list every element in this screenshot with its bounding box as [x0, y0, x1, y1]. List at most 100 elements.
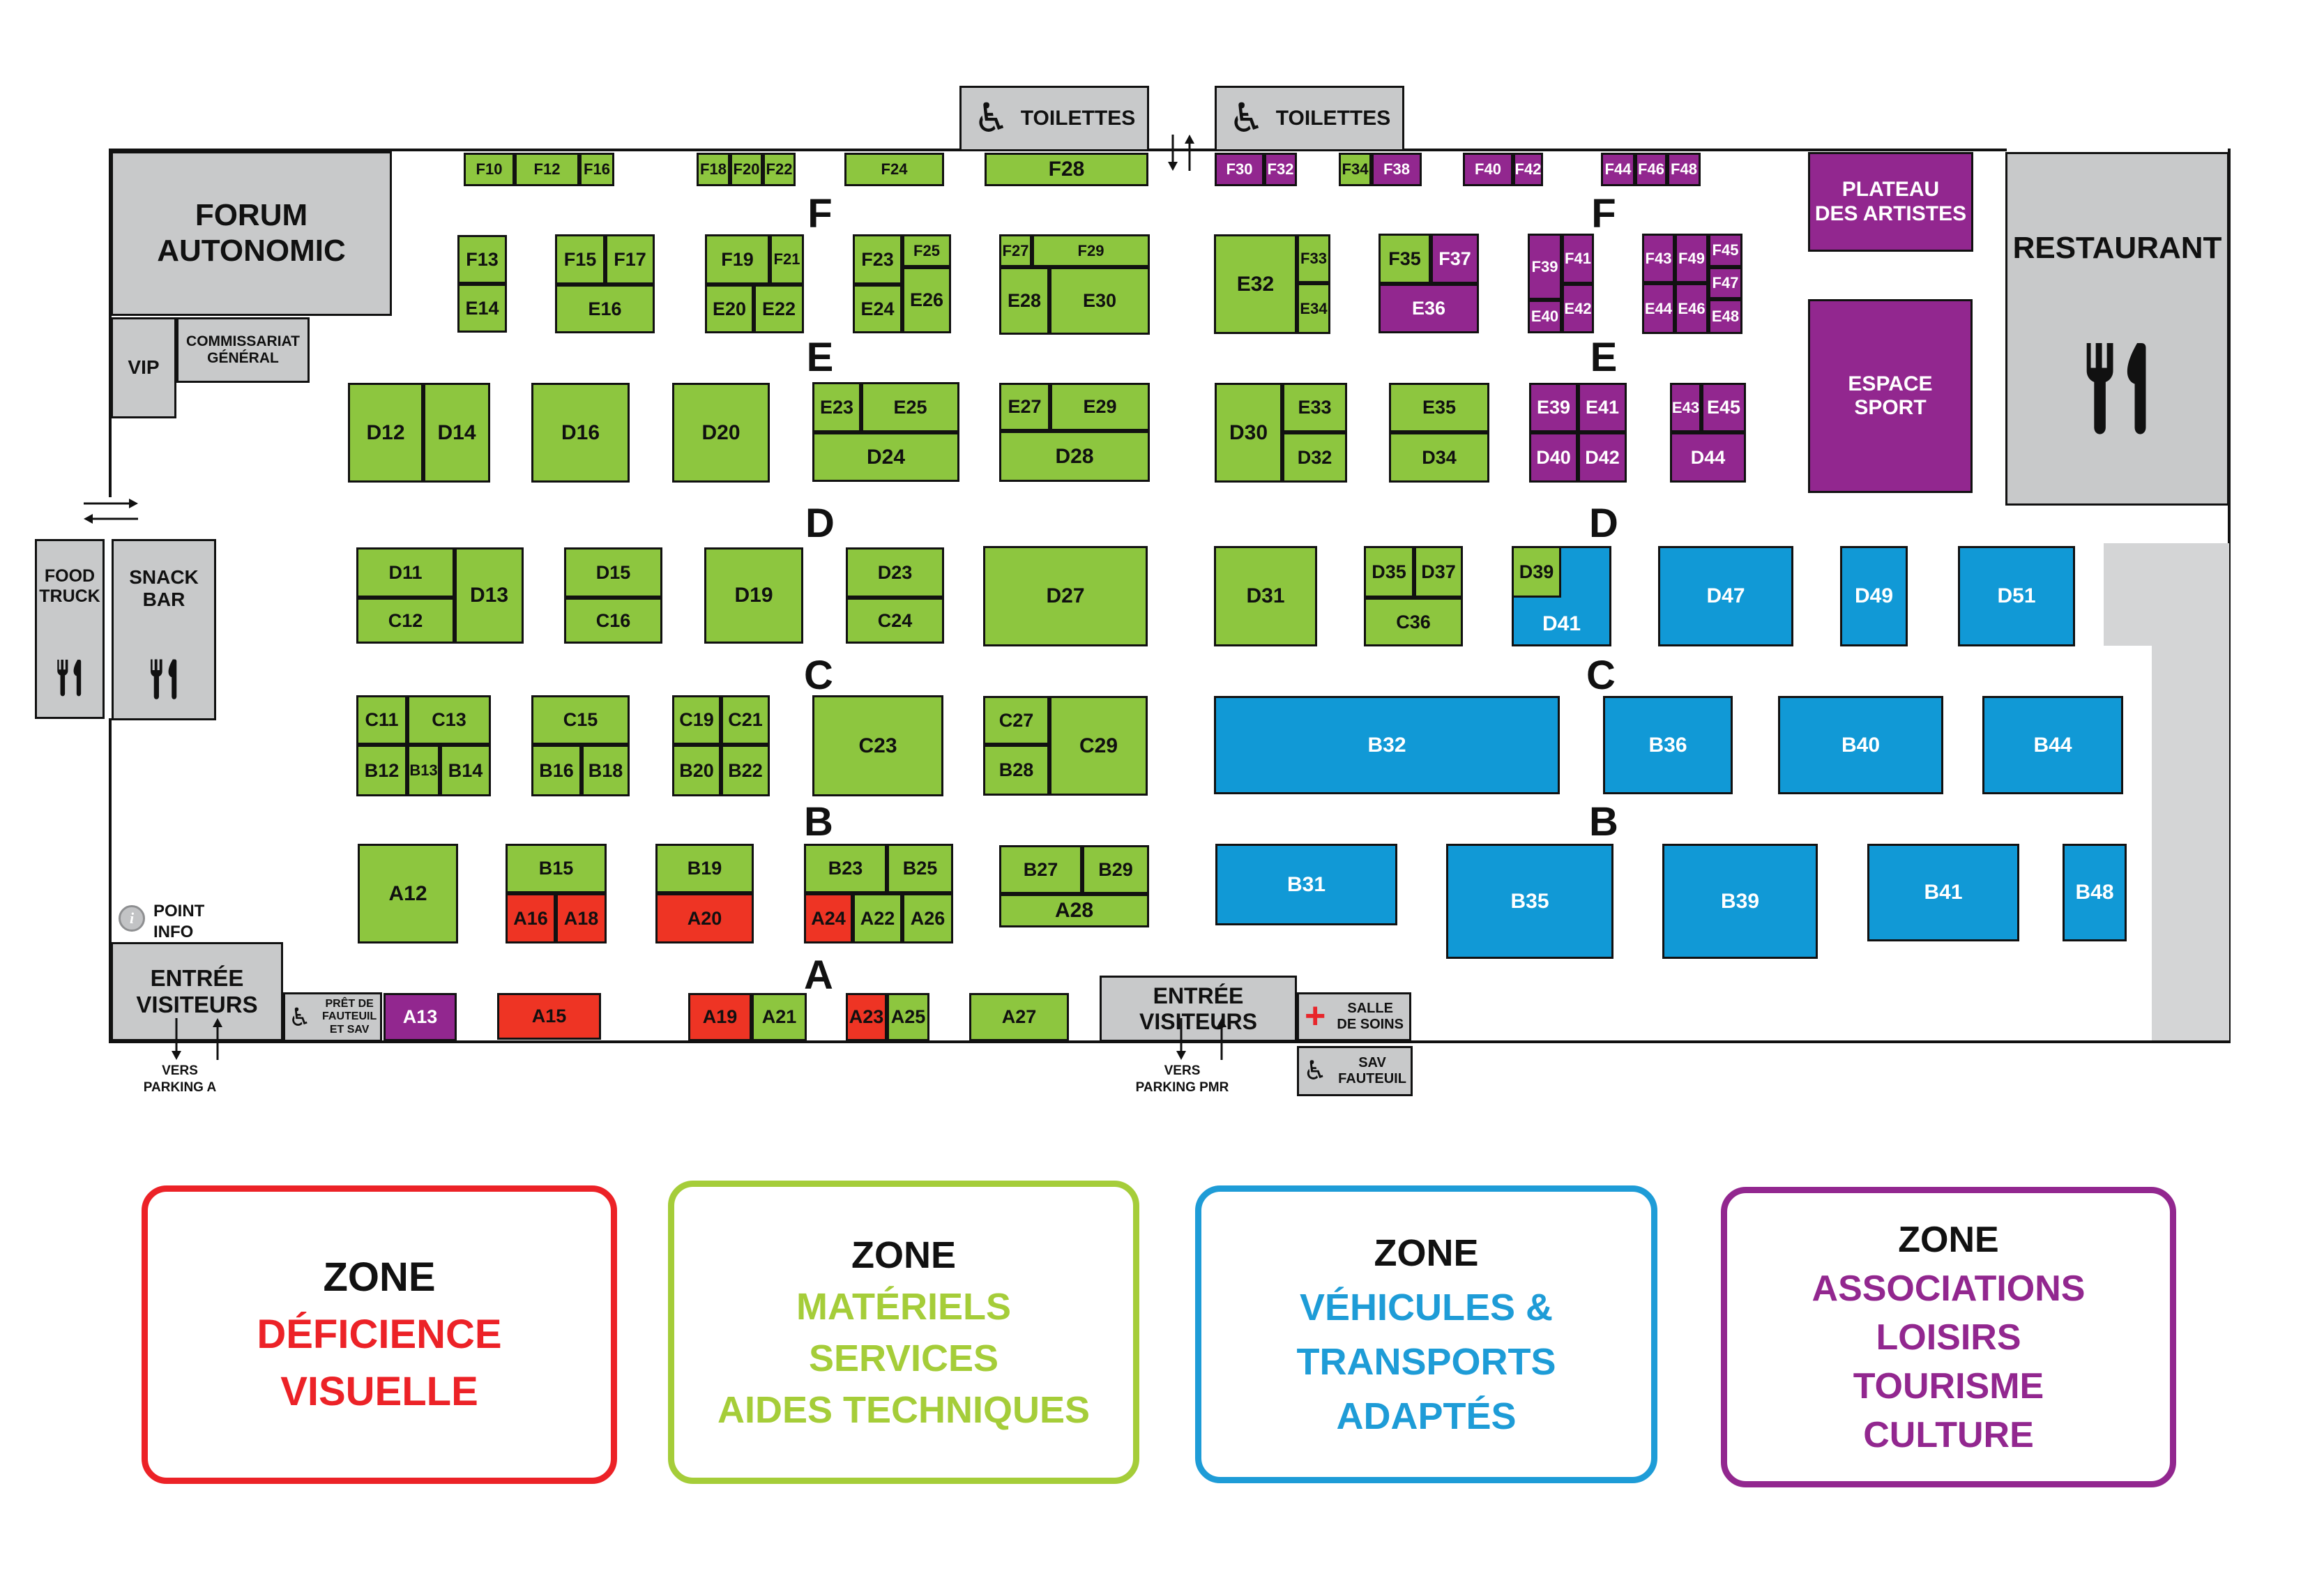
booth-A24: A24 [804, 893, 853, 943]
wall-segment [109, 1040, 2231, 1043]
sav-fauteuil-text: FAUTEUIL [1338, 1071, 1406, 1086]
booth-label: D15 [595, 561, 631, 583]
red-cross-icon: + [1305, 996, 1326, 1037]
booth-A12: A12 [358, 844, 458, 943]
booth-B16: B16 [531, 745, 582, 796]
booth-B19: B19 [655, 844, 754, 893]
booth-label: D24 [866, 445, 906, 469]
booth-label: D20 [701, 420, 741, 444]
sav-fauteuil-text: SAV [1358, 1055, 1386, 1070]
row-letter-f-0: F [807, 191, 833, 236]
commissariat-general-text: COMMISSARIAT [186, 333, 300, 349]
plateau-des-artistes-text: PLATEAU [1841, 178, 1940, 201]
booth-F30: F30 [1215, 153, 1264, 186]
legend-text: MATÉRIELS [796, 1285, 1011, 1328]
booth-C13: C13 [407, 695, 491, 745]
booth-F28: F28 [985, 153, 1148, 186]
row-letter-f-1: F [1591, 191, 1616, 236]
booth-label: D47 [1706, 584, 1745, 607]
booth-label: B35 [1510, 889, 1549, 913]
booth-E41: E41 [1578, 383, 1627, 432]
booth-F27: F27 [999, 234, 1032, 267]
booth-A26: A26 [902, 893, 953, 943]
legend-text: DÉFICIENCE [257, 1312, 502, 1357]
booth-label: F29 [1077, 241, 1104, 259]
booth-F35: F35 [1379, 234, 1431, 284]
booth-label: C24 [877, 609, 913, 631]
legend-text: ZONE [1898, 1219, 1999, 1260]
booth-F18: F18 [697, 153, 730, 186]
booth-E36: E36 [1379, 284, 1479, 333]
booth-label: E44 [1644, 299, 1673, 317]
booth-F20: F20 [730, 153, 763, 186]
booth-C21: C21 [721, 695, 770, 745]
booth-label: E27 [1008, 396, 1042, 417]
vip-text: VIP [128, 356, 160, 379]
legend-text: ASSOCIATIONS [1812, 1268, 2086, 1309]
booth-F16: F16 [579, 153, 614, 186]
booth-E42: E42 [1562, 284, 1594, 333]
fork-knife-icon [57, 659, 82, 696]
booth-A28: A28 [999, 894, 1149, 927]
booth-label: F33 [1300, 250, 1327, 267]
plateau-des-artistes-text: DES ARTISTES [1814, 202, 1967, 225]
booth-B25: B25 [887, 844, 953, 893]
booth-label: C23 [858, 734, 897, 757]
row-letter-d-4: D [805, 501, 835, 546]
booth-B39: B39 [1662, 844, 1818, 959]
legend-text: CULTURE [1863, 1414, 2034, 1455]
vers-parking-a-label-text: VERS [162, 1063, 198, 1078]
booth-F45: F45 [1708, 234, 1742, 267]
booth-label: E20 [712, 298, 747, 319]
wall-segment [109, 149, 112, 497]
booth-A18: A18 [556, 893, 607, 943]
booth-D16: D16 [531, 383, 630, 483]
booth-label: A22 [860, 907, 895, 929]
booth-F41: F41 [1562, 234, 1594, 284]
booth-E24: E24 [853, 285, 902, 333]
booth-F13: F13 [457, 235, 507, 284]
booth-E32: E32 [1214, 234, 1297, 334]
booth-F49: F49 [1675, 234, 1708, 283]
booth-F48: F48 [1667, 153, 1701, 186]
booth-F19: F19 [705, 234, 770, 285]
booth-label: D44 [1690, 446, 1726, 468]
booth-label: E39 [1536, 397, 1571, 418]
booth-D37: D37 [1414, 546, 1463, 598]
booth-F15: F15 [555, 234, 605, 285]
legend-text: AIDES TECHNIQUES [717, 1388, 1091, 1431]
booth-A19: A19 [688, 993, 752, 1041]
booth-D35: D35 [1364, 546, 1414, 598]
booth-D23: D23 [846, 547, 944, 598]
booth-B23: B23 [804, 844, 887, 893]
restaurant-label: RESTAURANT [2013, 231, 2222, 266]
booth-label: F37 [1438, 248, 1471, 269]
booth-B48: B48 [2063, 844, 2127, 941]
booth-D39: D39 [1512, 546, 1561, 598]
booth-label: F39 [1531, 257, 1558, 275]
booth-label: E25 [893, 396, 927, 418]
booth-label: E16 [588, 298, 622, 319]
toilettes-2: ♿TOILETTES [1215, 86, 1404, 151]
booth-label: D40 [1536, 446, 1571, 468]
booth-B12: B12 [356, 745, 407, 796]
booth-label: A27 [1001, 1006, 1037, 1027]
booth-label: B48 [2075, 881, 2114, 904]
booth-F44: F44 [1601, 153, 1635, 186]
booth-label: D23 [877, 561, 913, 583]
booth-C27: C27 [983, 696, 1049, 745]
vip: VIP [111, 317, 176, 418]
booth-label: F49 [1678, 249, 1705, 267]
booth-label: B25 [902, 858, 938, 879]
booth-E14: E14 [457, 284, 507, 333]
